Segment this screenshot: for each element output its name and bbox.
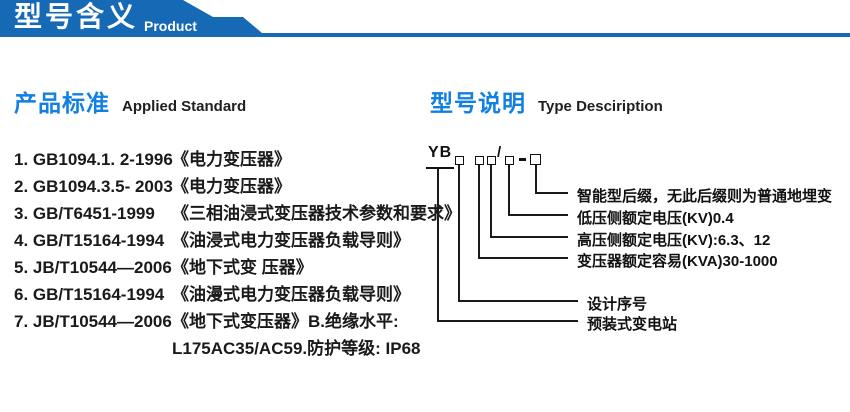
standard-code: 1. GB1094.1. 2-1996 <box>14 150 173 169</box>
banner-title-en: Product parameters <box>144 18 220 54</box>
left-section-title-cn: 产品标准 <box>14 90 110 116</box>
standard-code: 7. JB/T10544—2006 <box>14 312 172 331</box>
left-section-title-en: Applied Standard <box>122 98 247 115</box>
connector-line <box>508 214 568 216</box>
model-digit-box <box>455 156 464 165</box>
standard-title: 《电力变压器》 <box>172 177 291 196</box>
connector-line <box>478 257 568 259</box>
standard-code: 6. GB/T15164-1994 <box>14 285 165 304</box>
connector-line <box>458 165 460 302</box>
model-suffix-box <box>530 154 541 165</box>
left-section-title: 产品标准 Applied Standard <box>14 84 246 118</box>
standard-code: 4. GB/T15164-1994 <box>14 231 165 250</box>
standard-row: 3. GB/T6451-1999 《三相油浸式变压器技术参数和要求》 <box>14 200 461 227</box>
connector-line <box>535 165 537 194</box>
standard-row: 6. GB/T15164-1994 《油漫式电力变压器负载导则》 <box>14 281 434 308</box>
connector-line <box>535 192 568 194</box>
standard-title: 《油浸式电力变压器负载导则》 <box>172 231 410 250</box>
model-digit-box <box>487 156 496 165</box>
connector-line <box>508 165 510 216</box>
standard-row: 5. JB/T10544—2006 《地下式变 压器》 <box>14 254 434 281</box>
right-section-title: 型号说明 Type Desciription <box>430 84 663 118</box>
standard-title: 《三相油浸式变压器技术参数和要求》 <box>172 204 461 223</box>
standard-title: 《地下式变 压器》 <box>172 258 313 277</box>
standard-code <box>14 335 172 362</box>
standard-title: L175AC35/AC59.防护等级: IP68 <box>172 339 421 358</box>
diagram-label-smart-suffix: 智能型后缀，无此后缀则为普通地埋变 <box>577 188 833 205</box>
standard-row: 7. JB/T10544—2006 《地下式变压器》B.绝缘水平: <box>14 308 434 335</box>
standard-code: 2. GB1094.3.5- 2003 <box>14 177 173 196</box>
banner-title-cn: 型号含义 <box>14 1 139 32</box>
right-section-title-en: Type Desciription <box>538 98 663 115</box>
connector-line <box>490 236 568 238</box>
standard-title: 《油漫式电力变压器负载导则》 <box>172 285 410 304</box>
connector-line <box>437 169 439 322</box>
slash-separator: / <box>497 144 502 161</box>
standard-code: 3. GB/T6451-1999 <box>14 204 155 223</box>
standard-row: 1. GB1094.1. 2-1996 《电力变压器》 <box>14 146 434 173</box>
standard-title: 《电力变压器》 <box>172 150 291 169</box>
model-digit-box <box>505 156 514 165</box>
standard-row: 4. GB/T15164-1994 《油浸式电力变压器负载导则》 <box>14 227 434 254</box>
standard-row: L175AC35/AC59.防护等级: IP68 <box>14 335 434 362</box>
standard-title: 《地下式变压器》B.绝缘水平: <box>172 312 399 331</box>
standard-code: 5. JB/T10544—2006 <box>14 258 172 277</box>
dash-separator <box>519 158 526 161</box>
connector-line <box>437 320 578 322</box>
model-prefix-underline <box>426 167 454 169</box>
standards-list: 1. GB1094.1. 2-1996 《电力变压器》 2. GB1094.3.… <box>14 146 461 362</box>
right-section-title-cn: 型号说明 <box>430 90 526 116</box>
diagram-label-design-serial: 设计序号 <box>587 296 648 313</box>
standard-row: 2. GB1094.3.5- 2003 《电力变压器》 <box>14 173 434 200</box>
connector-line <box>490 165 492 238</box>
model-prefix: YB <box>428 144 453 161</box>
diagram-label-hv-voltage: 高压侧额定电压(KV):6.3、12 <box>577 232 771 249</box>
diagram-label-rated-capacity: 变压器额定容易(KVA)30-1000 <box>577 253 778 270</box>
connector-line <box>458 300 578 302</box>
diagram-label-lv-voltage: 低压侧额定电压(KV)0.4 <box>577 210 734 227</box>
model-designation-diagram: YB / 智能型后缀，无此后缀则为普通地埋变 低压侧额定电压(KV)0.4 高压… <box>420 140 850 340</box>
model-digit-box <box>475 156 484 165</box>
diagram-label-substation: 预装式变电站 <box>587 316 678 333</box>
connector-line <box>478 165 480 259</box>
page-banner: 型号含义 Product parameters <box>0 0 850 37</box>
